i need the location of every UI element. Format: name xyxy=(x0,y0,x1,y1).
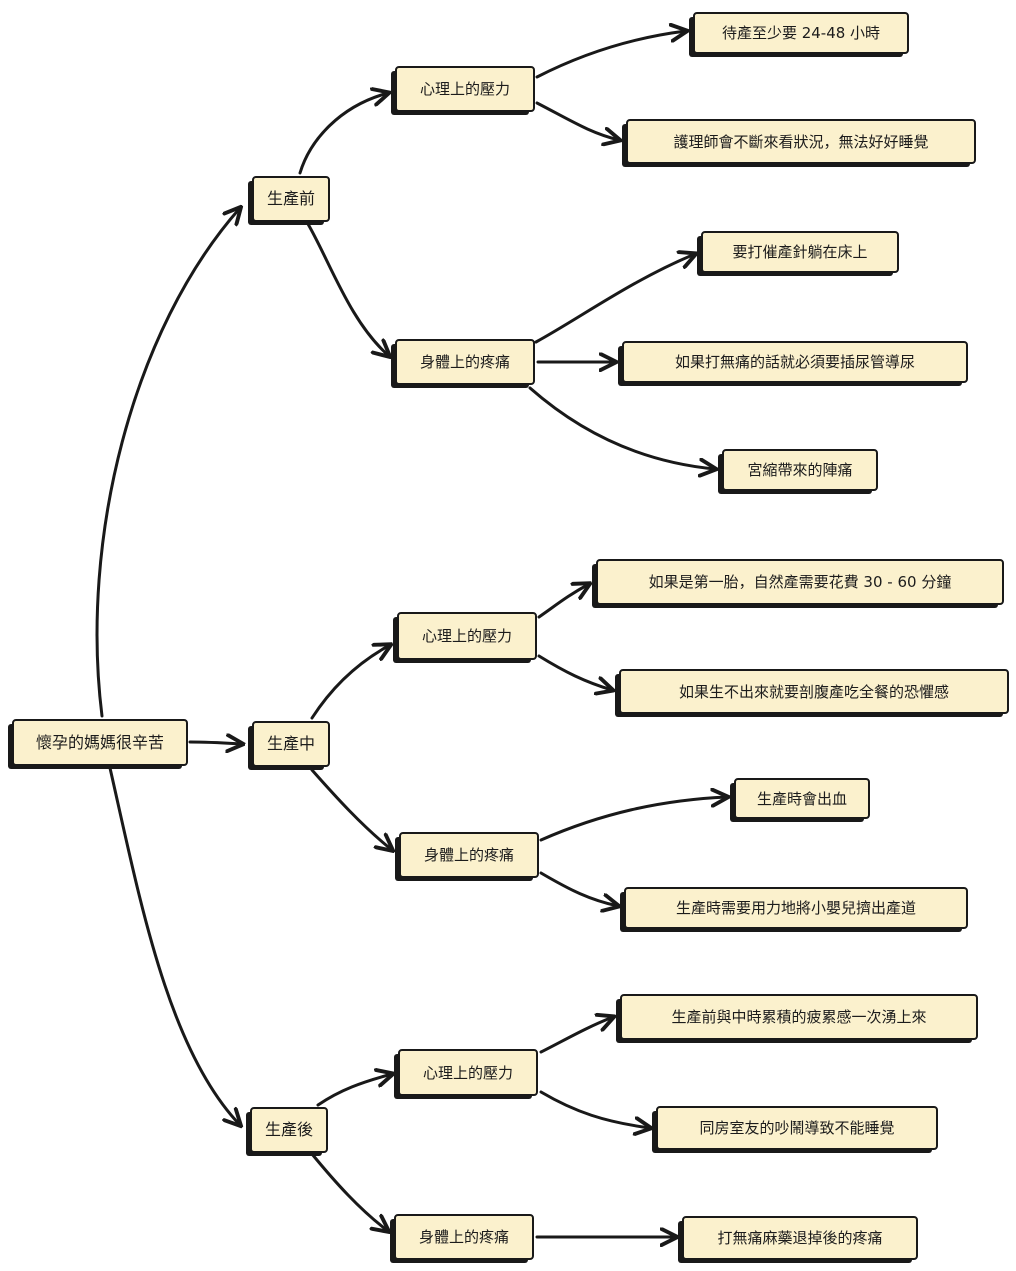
leaf-nurse-checks-no-sleep[interactable]: 護理師會不斷來看狀況，無法好好睡覺 xyxy=(626,119,976,164)
arrow-prephysical-to-contraction xyxy=(528,386,715,469)
node-root[interactable]: 懷孕的媽媽很辛苦 xyxy=(12,719,188,766)
arrow-during-to-mental xyxy=(310,645,390,720)
arrow-duringmental-to-csection xyxy=(537,654,612,690)
arrow-duringmental-to-firstbirth xyxy=(537,584,589,619)
arrow-premental-to-nurse xyxy=(535,101,619,140)
arrow-duringphysical-to-bleeding xyxy=(539,797,727,842)
node-post-mental-stress[interactable]: 心理上的壓力 xyxy=(398,1049,538,1096)
arrow-root-to-postbirth xyxy=(108,766,240,1125)
leaf-contraction-pain[interactable]: 宮縮帶來的陣痛 xyxy=(722,449,878,491)
arrow-postmental-to-fatigue xyxy=(539,1017,613,1054)
node-during-physical-pain[interactable]: 身體上的疼痛 xyxy=(399,832,539,878)
arrow-postbirth-to-physical xyxy=(310,1152,388,1231)
arrow-during-to-physical xyxy=(310,768,392,850)
leaf-bleeding-during-birth[interactable]: 生產時會出血 xyxy=(734,778,870,819)
arrow-prebirth-to-mental xyxy=(298,93,388,175)
leaf-wait-24-48-hours[interactable]: 待產至少要 24-48 小時 xyxy=(693,12,909,54)
leaf-accumulated-fatigue[interactable]: 生產前與中時累積的疲累感一次湧上來 xyxy=(620,994,978,1040)
arrow-postbirth-to-mental xyxy=(316,1074,392,1107)
node-post-birth[interactable]: 生產後 xyxy=(250,1107,328,1153)
arrow-prephysical-to-induction xyxy=(534,254,695,344)
node-prebirth-mental-stress[interactable]: 心理上的壓力 xyxy=(395,66,535,112)
arrow-root-to-during xyxy=(188,742,242,744)
arrow-root-to-prebirth xyxy=(95,208,240,718)
node-during-birth[interactable]: 生產中 xyxy=(252,721,330,767)
leaf-push-baby-out[interactable]: 生產時需要用力地將小嬰兒擠出產道 xyxy=(624,887,968,929)
arrow-duringphysical-to-push xyxy=(539,871,618,906)
node-during-mental-stress[interactable]: 心理上的壓力 xyxy=(397,612,537,660)
leaf-csection-fear[interactable]: 如果生不出來就要剖腹產吃全餐的恐懼感 xyxy=(619,669,1009,714)
arrow-premental-to-wait xyxy=(535,31,686,79)
node-post-physical-pain[interactable]: 身體上的疼痛 xyxy=(394,1214,534,1260)
arrow-postmental-to-roommate xyxy=(539,1090,650,1128)
leaf-epidural-catheter[interactable]: 如果打無痛的話就必須要插尿管導尿 xyxy=(622,341,968,383)
node-pre-birth[interactable]: 生產前 xyxy=(252,176,330,222)
leaf-induction-shot-in-bed[interactable]: 要打催產針躺在床上 xyxy=(701,231,899,273)
node-prebirth-physical-pain[interactable]: 身體上的疼痛 xyxy=(395,339,535,385)
leaf-pain-after-anesthesia-wears-off[interactable]: 打無痛麻藥退掉後的疼痛 xyxy=(682,1216,918,1260)
leaf-first-birth-30-60-min[interactable]: 如果是第一胎，自然產需要花費 30 - 60 分鐘 xyxy=(596,559,1004,605)
leaf-noisy-roommate-no-sleep[interactable]: 同房室友的吵鬧導致不能睡覺 xyxy=(656,1106,938,1150)
arrow-prebirth-to-physical xyxy=(306,222,389,356)
